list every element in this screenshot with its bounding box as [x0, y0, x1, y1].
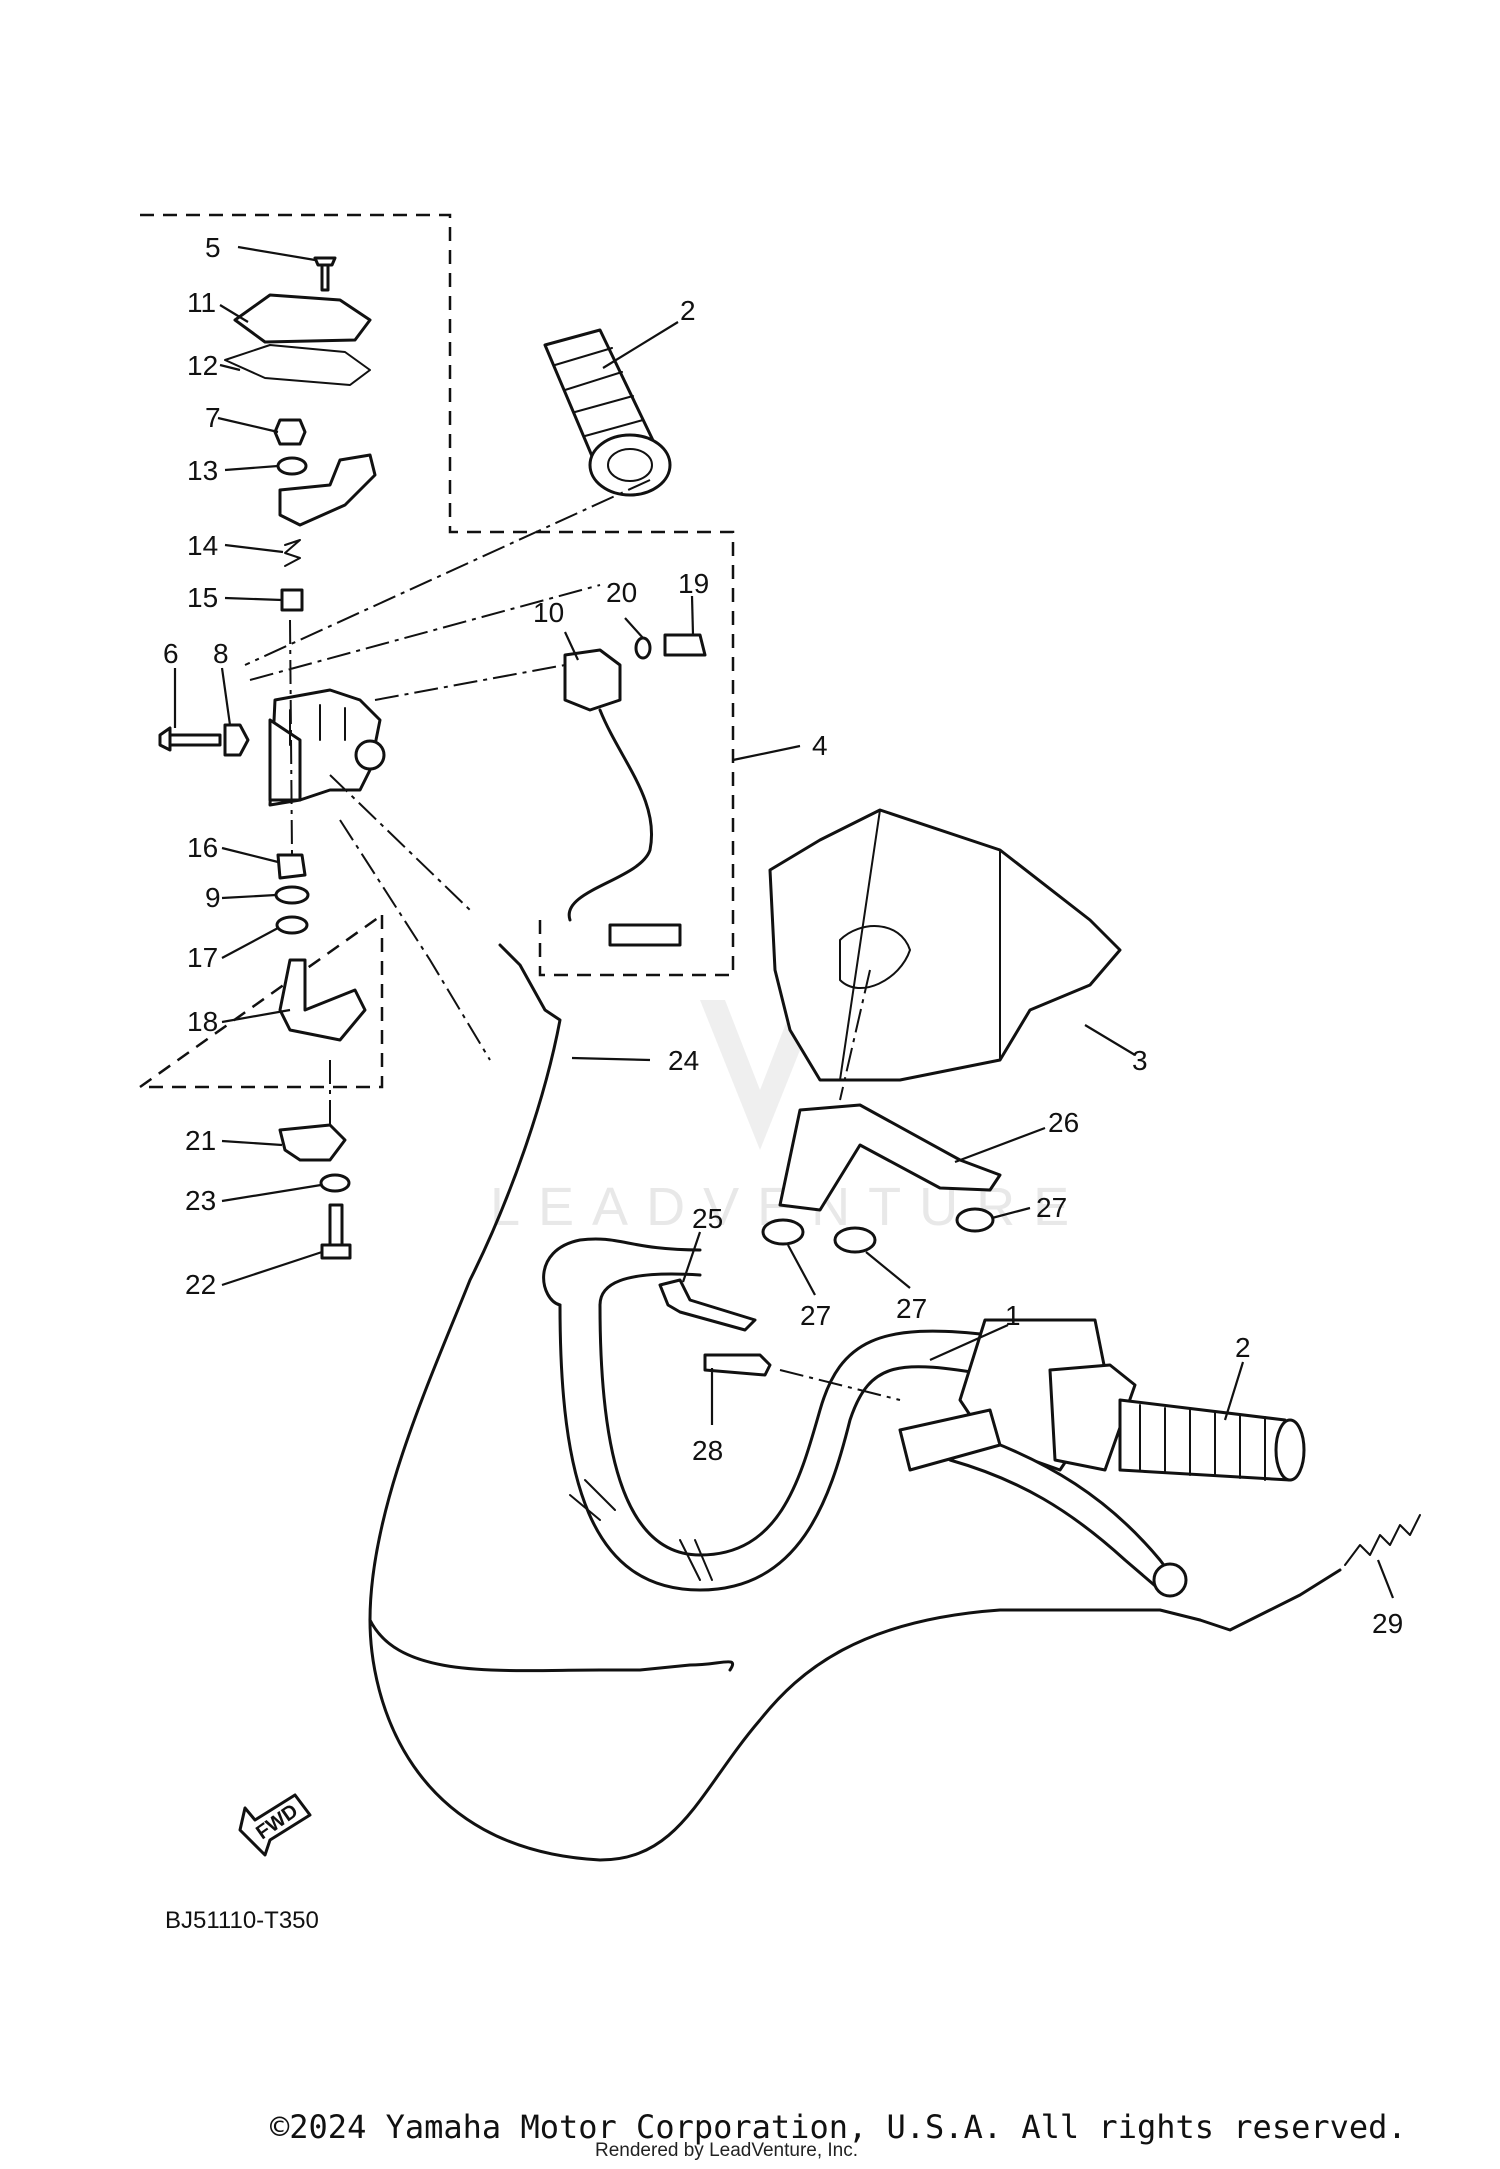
callout-1: 1 — [1005, 1300, 1021, 1331]
callout-2-upper: 2 — [680, 295, 696, 326]
callout-14: 14 — [187, 530, 218, 561]
callout-25: 25 — [692, 1203, 723, 1234]
diagram-code: BJ51110-T350 — [165, 1907, 319, 1934]
nut-7 — [273, 418, 307, 446]
nut-8 — [223, 723, 250, 757]
callout-7: 7 — [205, 402, 221, 433]
damper-27a — [761, 1218, 805, 1246]
plate-13 — [278, 453, 377, 527]
callout-15: 15 — [187, 582, 218, 613]
callout-4: 4 — [812, 730, 828, 761]
cover-part — [233, 293, 372, 344]
rendered-by-credit: Rendered by LeadVenture, Inc. — [595, 2140, 859, 2161]
assembly-boundary — [136, 213, 735, 1089]
washer-20 — [634, 636, 652, 660]
callout-6: 6 — [163, 638, 179, 669]
callout-18: 18 — [187, 1006, 218, 1037]
callout-26: 26 — [1048, 1107, 1079, 1138]
throttle-housing — [268, 688, 386, 807]
screw-5 — [313, 256, 337, 292]
callout-2-lower: 2 — [1235, 1332, 1251, 1363]
callout-24: 24 — [668, 1045, 699, 1076]
callout-28: 28 — [692, 1435, 723, 1466]
callout-13: 13 — [187, 455, 218, 486]
callout-16: 16 — [187, 832, 218, 863]
washer-17 — [275, 915, 309, 935]
copyright-notice: ©2024 Yamaha Motor Corporation, U.S.A. A… — [270, 2108, 1407, 2146]
lever-assembly — [898, 1318, 1188, 1598]
handlebar-cover — [768, 808, 1122, 1082]
callout-8: 8 — [213, 638, 229, 669]
washer-13 — [276, 456, 308, 476]
switch-10 — [563, 648, 622, 712]
callout-17: 17 — [187, 942, 218, 973]
washer-23 — [319, 1173, 351, 1193]
shaft-18 — [278, 958, 367, 1042]
callout-11: 11 — [187, 287, 216, 318]
callout-10: 10 — [533, 597, 564, 628]
watermark-logo — [700, 1000, 820, 1150]
spring-29 — [1344, 1514, 1421, 1566]
washer-9 — [274, 885, 310, 905]
grip-right — [1118, 1398, 1306, 1482]
callout-9: 9 — [205, 882, 221, 913]
damper-27c — [955, 1207, 995, 1233]
callout-22: 22 — [185, 1269, 216, 1300]
clip-28 — [703, 1353, 772, 1377]
callout-21: 21 — [185, 1125, 216, 1156]
callout-19: 19 — [678, 568, 709, 599]
collar-16 — [276, 853, 307, 880]
damper-27b — [833, 1226, 877, 1254]
fwd-arrow-icon: FWD — [238, 1793, 312, 1857]
clamp-25 — [658, 1278, 757, 1332]
bracket-26 — [778, 1103, 1002, 1212]
callout-27-right: 27 — [1036, 1192, 1067, 1223]
callout-20: 20 — [606, 577, 637, 608]
callout-29: 29 — [1372, 1608, 1403, 1639]
callout-labels: 5 11 12 7 13 14 15 6 8 16 9 17 18 21 23 … — [163, 232, 1403, 1639]
bolt-22 — [320, 1203, 352, 1260]
bolt-6 — [158, 726, 222, 752]
gasket-part — [224, 344, 371, 386]
callout-leaders — [173, 245, 1395, 1599]
clutch-cable — [1198, 1568, 1342, 1632]
spring-14 — [284, 539, 301, 567]
collar-15 — [280, 588, 304, 612]
holder-21 — [278, 1123, 347, 1162]
callout-27-mid: 27 — [896, 1293, 927, 1324]
callout-5: 5 — [205, 232, 221, 263]
callout-27-left: 27 — [800, 1300, 831, 1331]
handlebar — [558, 1303, 992, 1592]
throttle-cable — [368, 943, 1202, 1862]
switch-wire-10 — [567, 708, 682, 947]
callout-23: 23 — [185, 1185, 216, 1216]
grip-left — [543, 328, 672, 497]
bolt-19 — [663, 633, 707, 657]
callout-3: 3 — [1132, 1045, 1148, 1076]
callout-12: 12 — [187, 350, 218, 381]
